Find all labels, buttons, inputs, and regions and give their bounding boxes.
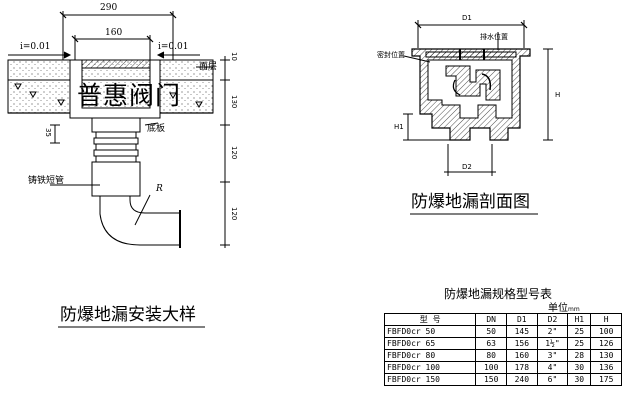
table-cell: 25 <box>567 325 592 338</box>
section-detail <box>403 20 553 176</box>
table-cell: 28 <box>567 349 592 362</box>
table-cell: FBFD0cr 150 <box>383 373 477 386</box>
drain-position-label: 排水位置 <box>480 33 508 41</box>
table-cell: 178 <box>505 361 538 374</box>
header-cell: H1 <box>567 313 592 326</box>
table-cell: 150 <box>475 373 507 386</box>
table-cell: FBFD0cr 50 <box>383 325 477 338</box>
unit-value: mm <box>568 306 580 313</box>
header-cell: D2 <box>536 313 569 326</box>
header-cell: D1 <box>505 313 538 326</box>
table-cell: 6" <box>536 373 569 386</box>
table-cell: 175 <box>590 373 622 386</box>
cast-iron-pipe-label: 铸铁短管 <box>28 176 65 186</box>
table-cell: FBFD0cr 100 <box>383 361 477 374</box>
table-cell: FBFD0cr 65 <box>383 337 477 350</box>
table-cell: 240 <box>505 373 538 386</box>
spec-table-header-row: 型 号 DN D1 D2 H1 H <box>383 313 622 326</box>
table-cell: 100 <box>475 361 507 374</box>
surface-layer-label: 面层 <box>199 62 218 72</box>
table-row: FBFD0cr 80 80 160 3" 28 130 <box>383 349 622 362</box>
table-cell: 63 <box>475 337 507 350</box>
table-cell: 25 <box>567 337 592 350</box>
dim-120a-label: 120 <box>230 146 238 160</box>
install-title: 防爆地漏安装大样 <box>60 305 196 325</box>
unit-label: 单位mm <box>548 299 580 314</box>
header-cell: 型 号 <box>383 313 477 326</box>
dim-130-label: 130 <box>230 95 238 109</box>
table-cell: 30 <box>567 373 592 386</box>
table-cell: 3" <box>536 349 569 362</box>
table-cell: 2" <box>536 325 569 338</box>
section-title: 防爆地漏剖面图 <box>411 192 530 212</box>
d1-label: D1 <box>462 14 472 22</box>
spec-table-title: 防爆地漏规格型号表 <box>444 287 553 301</box>
table-cell: FBFD0cr 80 <box>383 349 477 362</box>
radius-label: R <box>156 184 163 194</box>
table-cell: 30 <box>567 361 592 374</box>
h-label: H <box>555 91 561 99</box>
table-row: FBFD0cr 150 150 240 6" 30 175 <box>383 373 622 386</box>
d2-label: D2 <box>462 163 472 171</box>
table-cell: 100 <box>590 325 622 338</box>
table-cell: 160 <box>505 349 538 362</box>
spec-table: 型 号 DN D1 D2 H1 H FBFD0cr 50 50 145 2" 2… <box>383 313 622 386</box>
table-cell: 4" <box>536 361 569 374</box>
table-cell: 156 <box>505 337 538 350</box>
h1-label: H1 <box>394 123 404 131</box>
dim-10-label: 10 <box>230 52 238 61</box>
table-row: FBFD0cr 100 100 178 4" 30 136 <box>383 361 622 374</box>
slope-left-label: i=0.01 <box>20 42 51 52</box>
dim-inner-label: 160 <box>105 28 123 38</box>
dim-overall-label: 290 <box>100 3 118 13</box>
table-cell: 1½" <box>536 337 569 350</box>
dim-120b-label: 120 <box>230 207 238 221</box>
floor-slab-label: 底板 <box>147 124 166 134</box>
install-detail <box>7 11 230 248</box>
table-cell: 80 <box>475 349 507 362</box>
watermark-text: 普惠阀门 <box>77 81 182 110</box>
table-cell: 145 <box>505 325 538 338</box>
header-cell: H <box>590 313 622 326</box>
dim-35-label: 35 <box>44 128 52 137</box>
seal-position-label: 密封位置 <box>377 51 405 59</box>
unit-label-text: 单位 <box>548 303 568 314</box>
header-cell: DN <box>475 313 507 326</box>
table-row: FBFD0cr 50 50 145 2" 25 100 <box>383 325 622 338</box>
table-cell: 126 <box>590 337 622 350</box>
table-cell: 50 <box>475 325 507 338</box>
table-cell: 136 <box>590 361 622 374</box>
table-cell: 130 <box>590 349 622 362</box>
table-row: FBFD0cr 65 63 156 1½" 25 126 <box>383 337 622 350</box>
slope-right-label: i=0.01 <box>158 42 189 52</box>
